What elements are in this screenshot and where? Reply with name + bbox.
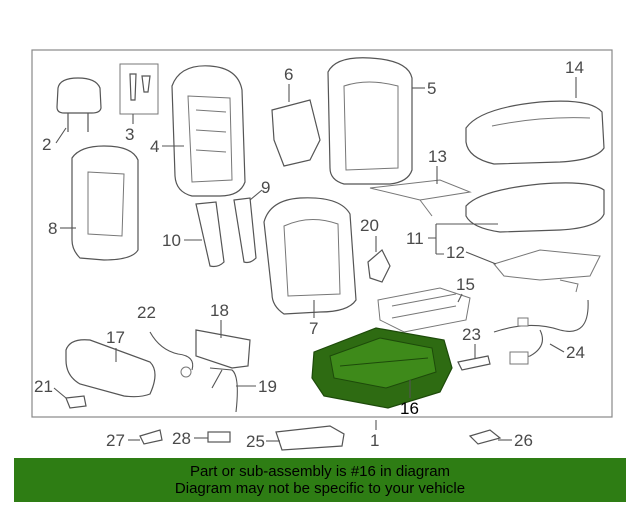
- callout-14: 14: [565, 58, 584, 77]
- part-27-clip: [139, 429, 163, 445]
- callout-28: 28: [172, 429, 191, 448]
- part-9-side-trim: [233, 197, 257, 264]
- callout-12: 12: [446, 243, 465, 262]
- callout-6: 6: [284, 65, 293, 84]
- part-24-wire-harness: [493, 299, 589, 365]
- part-23-trim: [457, 355, 491, 371]
- callout-10: 10: [162, 231, 181, 250]
- part-18-bracket: [195, 329, 251, 369]
- callout-5: 5: [427, 79, 436, 98]
- diagram-frame: [31, 49, 613, 418]
- banner-line-1: Part or sub-assembly is #16 in diagram: [189, 463, 451, 480]
- part-11-seat-cushion: [465, 182, 605, 233]
- part-22-cable: [149, 331, 194, 378]
- part-15-adjuster: [377, 287, 471, 333]
- callout-23: 23: [462, 325, 481, 344]
- callout-7: 7: [309, 319, 318, 338]
- part-2-headrest: [56, 77, 102, 132]
- part-17-side-shield: [65, 339, 156, 398]
- part-28-clip: [207, 431, 231, 443]
- callout-18: 18: [210, 301, 229, 320]
- callout-1: 1: [370, 431, 379, 450]
- callout-8: 8: [48, 219, 57, 238]
- part-19-rod: [209, 367, 238, 413]
- callout-13: 13: [428, 147, 447, 166]
- part-21-knob: [65, 395, 87, 409]
- part-16-seat-adjuster-highlighted: [311, 327, 453, 409]
- part-12-cushion-pad: [493, 249, 601, 293]
- part-25-cover: [275, 425, 345, 451]
- callout-15: 15: [456, 275, 475, 294]
- callout-3: 3: [125, 125, 134, 144]
- callout-4: 4: [150, 137, 159, 156]
- part-5-back-cushion: [327, 57, 413, 185]
- part-4-back-cover: [171, 65, 246, 197]
- info-banner: Part or sub-assembly is #16 in diagram D…: [14, 458, 626, 502]
- part-26-handle: [468, 429, 502, 445]
- callout-24: 24: [566, 343, 585, 362]
- callout-22: 22: [137, 303, 156, 322]
- callout-27: 27: [106, 431, 125, 450]
- part-7-back-frame: [263, 197, 357, 315]
- callout-21: 21: [34, 377, 53, 396]
- part-14-cushion-cover: [465, 100, 605, 165]
- callout-9: 9: [261, 178, 270, 197]
- part-10-side-trim: [195, 201, 225, 268]
- part-6-pad: [271, 99, 321, 167]
- part-3-headrest-guides: [119, 63, 159, 115]
- callout-25: 25: [246, 432, 265, 451]
- banner-line-2: Diagram may not be specific to your vehi…: [174, 480, 466, 497]
- callout-20: 20: [360, 216, 379, 235]
- part-13-heater-mat: [369, 179, 472, 217]
- part-20-bracket: [367, 249, 391, 283]
- part-8-back-panel: [71, 145, 139, 261]
- callout-11: 11: [406, 229, 424, 248]
- callout-26: 26: [514, 431, 533, 450]
- callout-16: 16: [400, 399, 419, 418]
- callout-17: 17: [106, 328, 125, 347]
- callout-2: 2: [42, 135, 51, 154]
- callout-19: 19: [258, 377, 277, 396]
